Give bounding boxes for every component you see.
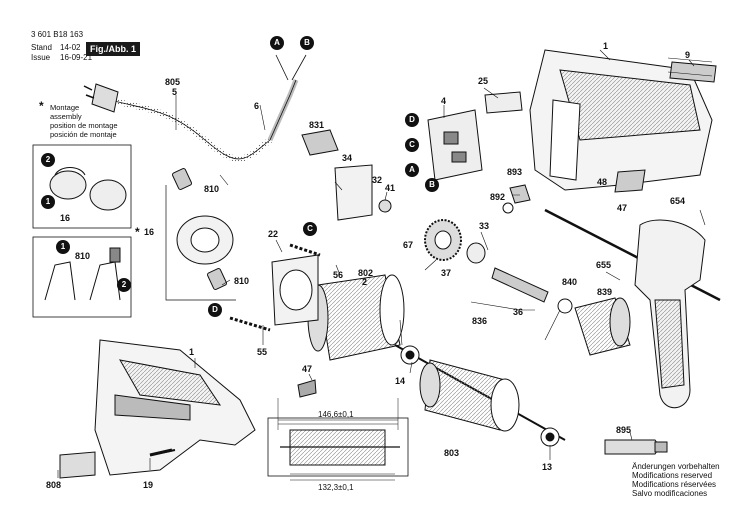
part-13: 13: [542, 462, 553, 472]
brush-holder-assembly-detail: [32, 144, 132, 318]
part-895: 895: [616, 425, 632, 435]
part-16: 16: [144, 227, 155, 237]
notice-line-fr: Modifications réservées: [632, 480, 717, 489]
part-55: 55: [257, 347, 268, 357]
stand-date: 14-02: [60, 43, 81, 52]
assembly-line-es: posición de montaje: [50, 130, 117, 139]
part-836: 836: [472, 316, 488, 326]
part-41: 41: [385, 183, 396, 193]
drill-housing-right-icon: [529, 49, 717, 191]
part-48: 48: [597, 177, 608, 187]
issue-label: Issue: [31, 53, 51, 62]
part-1-top: 1: [603, 41, 609, 51]
modification-notice: Änderungen vorbehalten Modifications res…: [632, 462, 720, 498]
part-6: 6: [254, 101, 260, 111]
side-handle-icon: [544, 208, 721, 409]
brush-holder-icon: [165, 168, 236, 301]
part-831: 831: [309, 120, 325, 130]
stand-label: Stand: [31, 43, 52, 52]
part-67: 67: [403, 240, 414, 250]
part-5: 5: [172, 87, 178, 97]
part-805: 805: [165, 77, 181, 87]
part-22: 22: [268, 229, 279, 239]
gear-icon: [424, 202, 549, 303]
assembly-marker: *: [39, 99, 44, 113]
part-47-top: 47: [617, 203, 628, 213]
part-839: 839: [597, 287, 613, 297]
issue-date: 16-09-21: [60, 53, 93, 62]
notice-line-en: Modifications reserved: [632, 471, 713, 480]
part-655: 655: [596, 260, 612, 270]
part-16-detail: 16: [60, 213, 71, 223]
doc-number: 3 601 B18 163: [31, 30, 84, 39]
part-892: 892: [490, 192, 506, 202]
part-19: 19: [143, 480, 154, 490]
part-32: 32: [372, 175, 383, 185]
armature-dimension-inset: [267, 398, 409, 481]
notice-line-de: Änderungen vorbehalten: [632, 462, 720, 471]
part-893: 893: [507, 167, 523, 177]
part-802: 802: [358, 268, 374, 278]
part-840: 840: [562, 277, 578, 287]
drill-housing-left-icon: [59, 339, 256, 479]
step-2-upper: 2: [41, 153, 55, 167]
step-1-lower: 1: [56, 240, 70, 254]
callout-b-switch: B: [425, 178, 439, 192]
callout-c-switch: C: [405, 138, 419, 152]
assembly-line-fr: position de montage: [50, 121, 118, 130]
switch-icon: [427, 109, 483, 181]
step-1-upper: 1: [41, 195, 55, 209]
part-654: 654: [670, 196, 686, 206]
motor-armature-icon: [394, 344, 566, 447]
part-803: 803: [444, 448, 460, 458]
part-810-detail: 810: [75, 251, 91, 261]
callout-a-switch: A: [405, 163, 419, 177]
small-parts-icon: [149, 57, 713, 457]
part-56: 56: [333, 270, 344, 280]
part-2: 2: [362, 277, 368, 287]
part-1-bottom: 1: [189, 347, 195, 357]
part-36: 36: [513, 307, 524, 317]
figure-label: Fig./Abb. 1: [86, 42, 140, 56]
callout-b-top: B: [300, 36, 314, 50]
callout-a-top: A: [270, 36, 284, 50]
assembly-marker-16: *: [135, 225, 140, 239]
dimension-top: 146,6±0,1: [318, 410, 354, 419]
part-25: 25: [478, 76, 489, 86]
step-2-lower: 2: [117, 278, 131, 292]
leader-lines: [57, 49, 706, 478]
callout-d-lower: D: [208, 303, 222, 317]
callout-c-lower: C: [303, 222, 317, 236]
part-37: 37: [441, 268, 452, 278]
dimension-bottom: 132,3±0,1: [318, 483, 354, 492]
callout-d-switch: D: [405, 113, 419, 127]
chuck-icon: [557, 297, 631, 356]
assembly-note: Montage assembly position de montage pos…: [50, 103, 118, 139]
part-33: 33: [479, 221, 490, 231]
part-47-bottom: 47: [302, 364, 313, 374]
power-cord-icon: [83, 54, 307, 162]
part-4: 4: [441, 96, 447, 106]
rear-bracket-icon: [271, 254, 319, 326]
notice-line-es: Salvo modificaciones: [632, 489, 708, 498]
part-810-lower: 810: [234, 276, 250, 286]
part-34: 34: [342, 153, 353, 163]
part-808: 808: [46, 480, 62, 490]
part-14: 14: [395, 376, 406, 386]
grease-tube-icon: [604, 439, 668, 455]
part-810-upper: 810: [204, 184, 220, 194]
assembly-line-de: Montage: [50, 103, 80, 112]
field-stator-icon: [307, 274, 405, 361]
part-9: 9: [685, 50, 691, 60]
assembly-line-en: assembly: [50, 112, 82, 121]
